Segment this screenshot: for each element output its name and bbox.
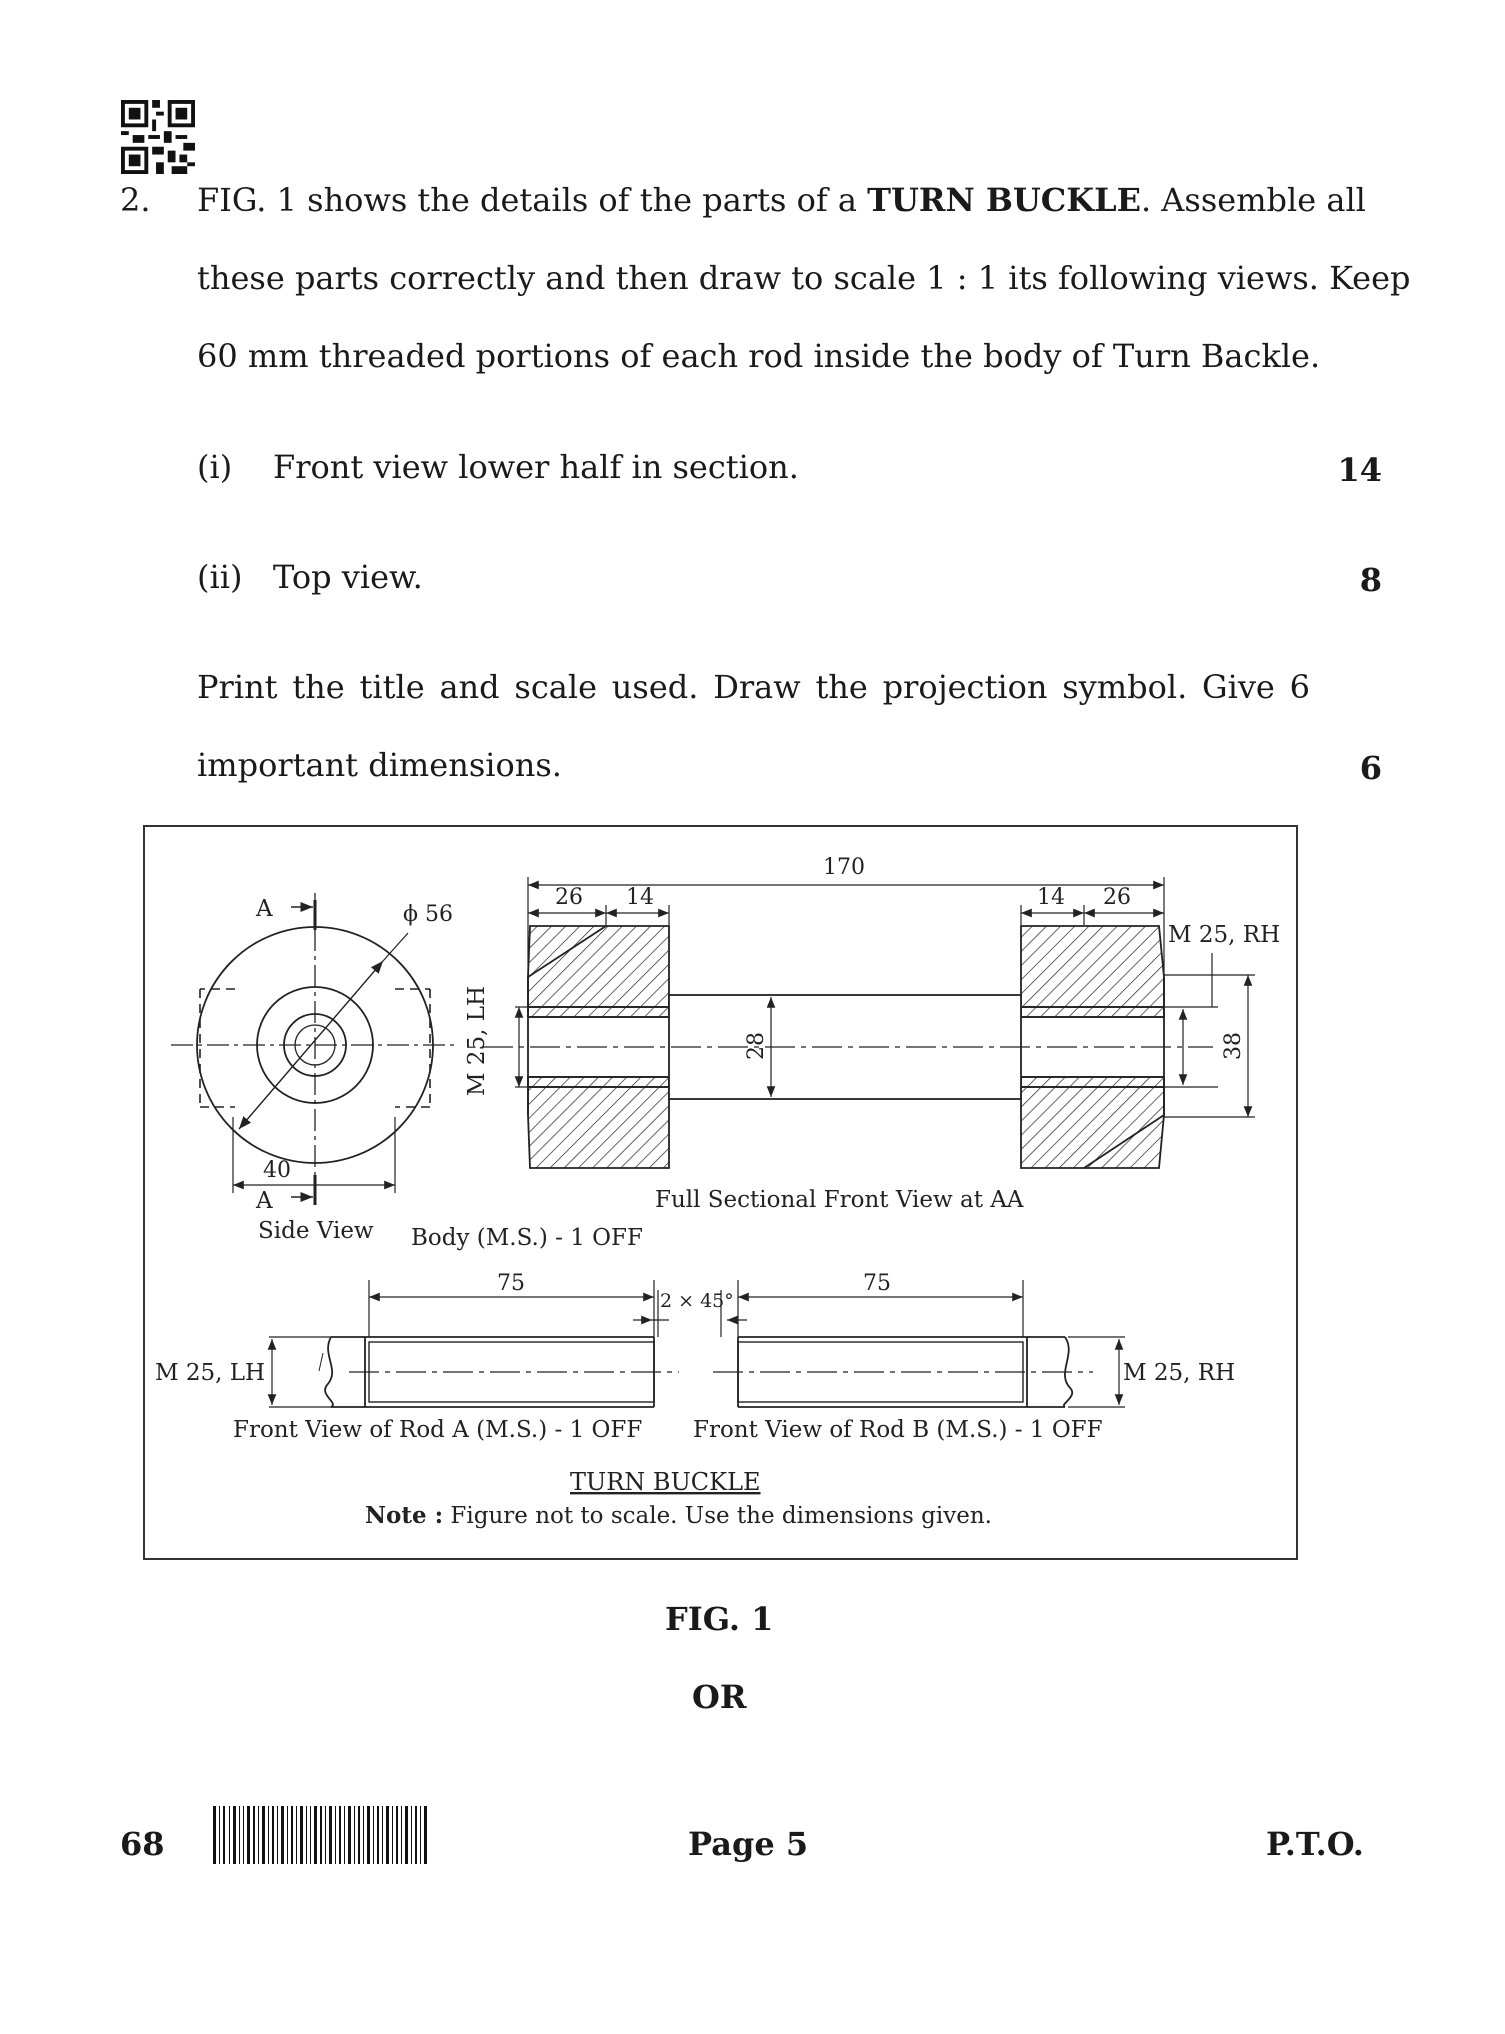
question-line-1-end: . Assemble all	[1140, 181, 1366, 219]
dim-26-right: 26	[1103, 885, 1131, 910]
question-line-1-start: FIG. 1 shows the details of the parts of…	[197, 181, 868, 219]
question-line-3: 60 mm threaded portions of each rod insi…	[197, 337, 1321, 375]
rod-a-thread-label: M 25, LH	[155, 1360, 265, 1386]
part-i-text: Front view lower half in section.	[273, 448, 799, 486]
figure-border	[143, 825, 1298, 1560]
rod-b-caption: Front View of Rod B (M.S.) - 1 OFF	[693, 1417, 1103, 1443]
instruction-marks: 6	[1359, 749, 1382, 787]
dim-40: 40	[263, 1158, 291, 1183]
dim-75-right: 75	[863, 1271, 891, 1296]
figure-title: TURN BUCKLE	[570, 1468, 761, 1496]
dim-38: 38	[1221, 1032, 1246, 1060]
rod-a-caption: Front View of Rod A (M.S.) - 1 OFF	[233, 1417, 642, 1443]
dim-75-left: 75	[497, 1271, 525, 1296]
dim-chamfer: 2 × 45°	[660, 1290, 734, 1312]
dim-26-left: 26	[555, 885, 583, 910]
section-a-top-label: A	[255, 896, 273, 922]
turn-buckle-figure: A A ϕ 56 40 Side View	[143, 825, 1298, 1560]
body-caption: Body (M.S.) - 1 OFF	[411, 1225, 643, 1251]
or-divider: OR	[692, 1678, 747, 1716]
part-i-marks: 14	[1337, 451, 1382, 489]
paper-code: 68	[120, 1825, 165, 1863]
instruction-line-1: Print the title and scale used. Draw the…	[197, 668, 1310, 706]
figure-caption: FIG. 1	[665, 1600, 774, 1638]
part-ii-text: Top view.	[273, 558, 423, 596]
dim-14-right: 14	[1037, 885, 1065, 910]
rod-b-thread-label: M 25, RH	[1123, 1360, 1235, 1386]
note-label: Note :	[365, 1502, 443, 1529]
note-text: Figure not to scale. Use the dimensions …	[443, 1503, 992, 1529]
question-line-1: FIG. 1 shows the details of the parts of…	[197, 181, 1366, 219]
dim-phi-56: ϕ 56	[403, 902, 453, 927]
question-line-2: these parts correctly and then draw to s…	[197, 259, 1411, 297]
side-view	[171, 893, 459, 1205]
turn-buckle-term: TURN BUCKLE	[867, 181, 1141, 219]
instruction-line-2: important dimensions.	[197, 746, 562, 784]
part-ii-label: (ii)	[197, 558, 243, 596]
body-thread-rh-label: M 25, RH	[1168, 922, 1280, 948]
body-thread-lh-label: M 25, LH	[464, 986, 490, 1096]
full-section-caption: Full Sectional Front View at AA	[655, 1187, 1024, 1213]
part-ii-marks: 8	[1359, 561, 1382, 599]
dim-28: 28	[744, 1032, 769, 1060]
rods-view	[267, 1280, 1125, 1408]
body-section-view	[483, 877, 1255, 1169]
dim-14-left: 14	[626, 885, 654, 910]
pto-label: P.T.O.	[1266, 1825, 1364, 1863]
barcode-icon	[213, 1806, 427, 1864]
qr-code-icon	[121, 100, 195, 174]
dim-170: 170	[823, 855, 865, 880]
figure-note: Note : Figure not to scale. Use the dime…	[365, 1502, 992, 1529]
side-view-label: Side View	[258, 1218, 374, 1244]
part-i-label: (i)	[197, 448, 233, 486]
section-a-bottom-label: A	[255, 1188, 273, 1214]
question-number: 2.	[120, 181, 151, 219]
page-number: Page 5	[688, 1825, 809, 1863]
